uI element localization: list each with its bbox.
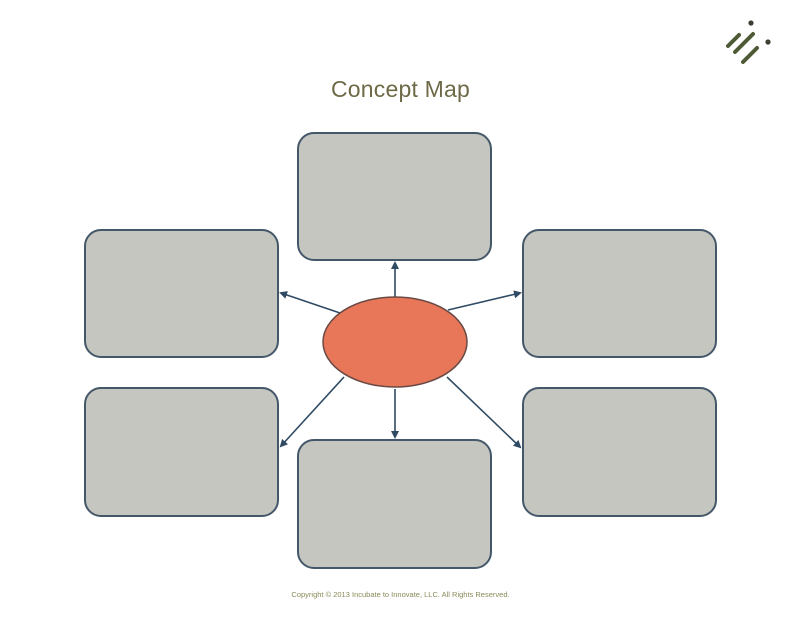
concept-box-lower-right[interactable]	[522, 387, 717, 517]
concept-box-top[interactable]	[297, 132, 492, 261]
arrow-to-lower-right	[446, 376, 522, 449]
concept-box-lower-left[interactable]	[84, 387, 279, 517]
central-concept-ellipse[interactable]	[322, 296, 468, 388]
copyright-notice: Copyright © 2013 Incubate to Innovate, L…	[291, 590, 510, 599]
concept-box-upper-left[interactable]	[84, 229, 279, 358]
arrow-to-upper-right	[447, 290, 522, 311]
central-concept	[322, 296, 468, 388]
arrow-to-upper-left	[279, 291, 341, 314]
concept-box-upper-right[interactable]	[522, 229, 717, 358]
connector-arrows	[279, 261, 522, 449]
concept-box-bottom[interactable]	[297, 439, 492, 569]
page-title: Concept Map	[331, 76, 470, 102]
diagonal-lines-logo-icon	[726, 20, 771, 64]
concept-boxes	[84, 132, 717, 569]
arrow-to-lower-left	[279, 376, 345, 448]
